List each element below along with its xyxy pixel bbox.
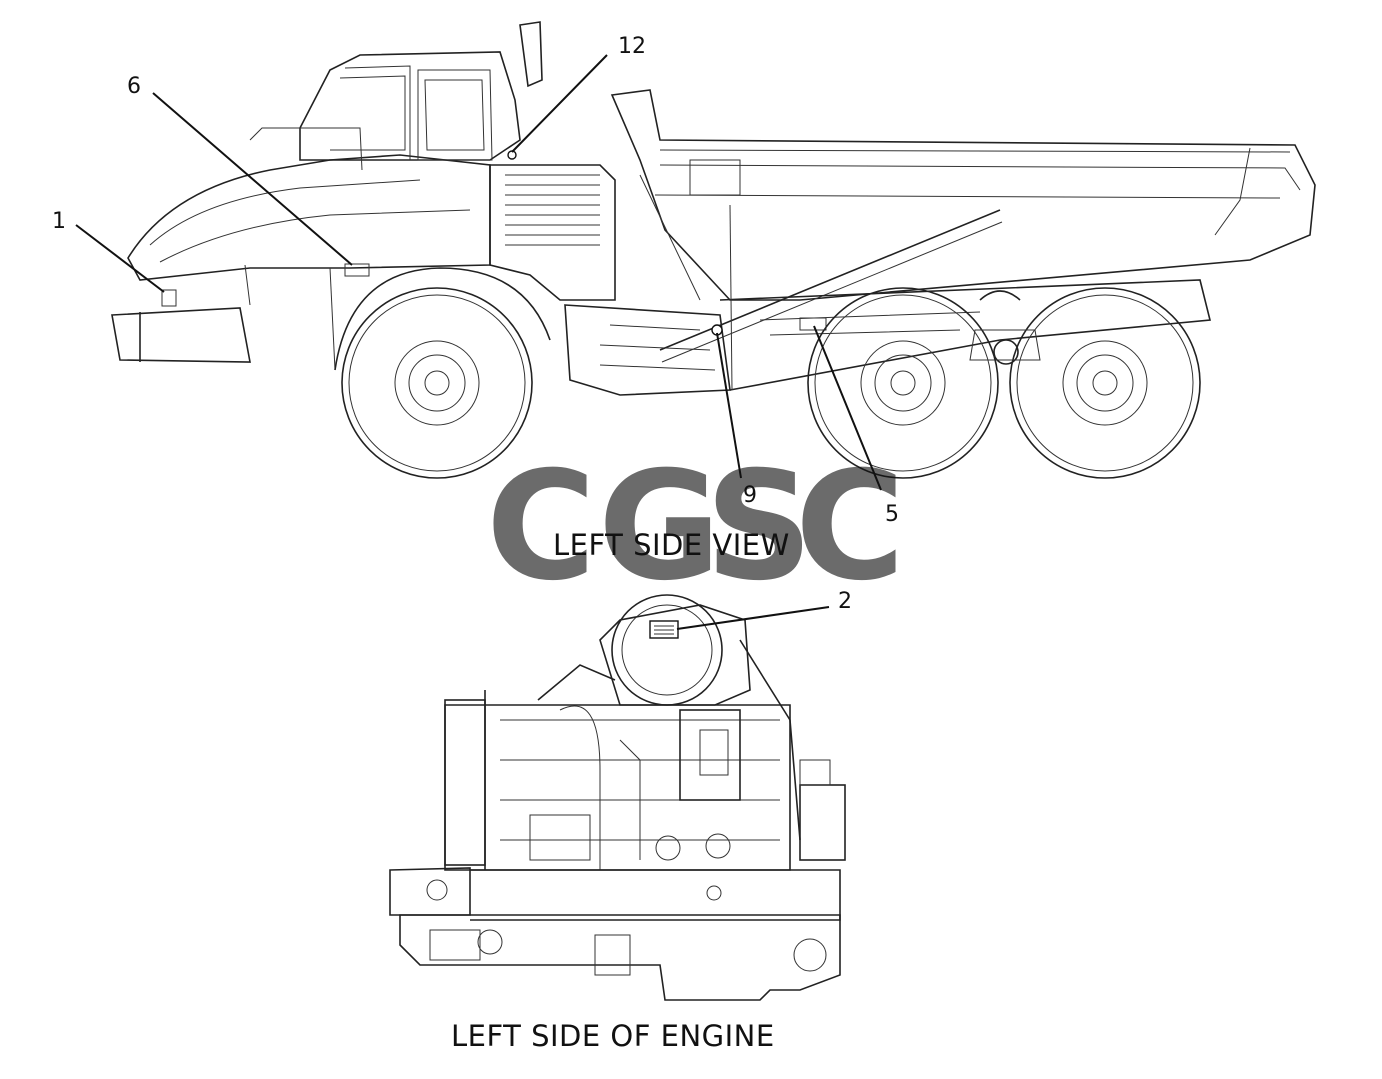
truck-illustration <box>111 21 1316 479</box>
watermark-letter-2: G <box>598 440 721 614</box>
leader-line-6 <box>152 92 353 266</box>
leader-line-9 <box>716 332 742 479</box>
leader-lines <box>75 54 882 630</box>
watermark-letter-1: C <box>486 440 596 614</box>
callout-9: 9 <box>743 483 757 508</box>
callout-1: 1 <box>52 209 66 234</box>
callout-12: 12 <box>618 34 646 59</box>
watermark-logo: C G S C <box>486 440 905 614</box>
caption-left-side-of-engine: LEFT SIDE OF ENGINE <box>451 1019 775 1053</box>
leader-line-2 <box>676 606 830 630</box>
watermark-letter-4: C <box>795 440 905 614</box>
callout-2: 2 <box>838 589 852 614</box>
leader-line-5 <box>813 325 882 491</box>
caption-left-side-view: LEFT SIDE VIEW <box>553 528 790 562</box>
callout-6: 6 <box>127 74 141 99</box>
decal-12-marker <box>507 150 517 160</box>
callout-numbers: 1 6 12 9 5 2 <box>52 34 899 614</box>
engine-illustration <box>389 594 846 1001</box>
callout-5: 5 <box>885 502 899 527</box>
decal-markers <box>507 150 723 639</box>
leader-line-12 <box>511 54 608 153</box>
watermark-letter-3: S <box>705 440 813 614</box>
leader-line-1 <box>75 224 165 293</box>
